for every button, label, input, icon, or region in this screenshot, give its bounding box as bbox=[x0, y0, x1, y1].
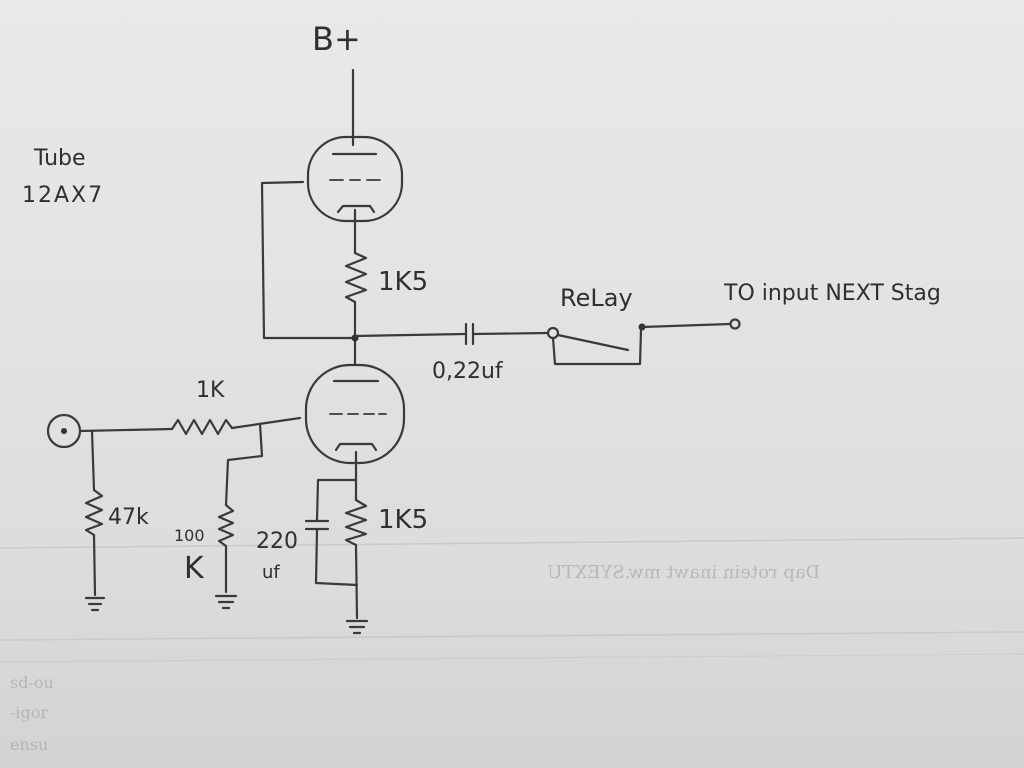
input-resistor bbox=[84, 488, 104, 537]
output-wire bbox=[640, 322, 732, 329]
pot-wire bbox=[224, 422, 264, 507]
output-terminal bbox=[729, 318, 741, 330]
pot-value-label: 100 bbox=[174, 526, 205, 545]
output-label: TO input NEXT Stag bbox=[723, 281, 941, 306]
ground-symbol bbox=[345, 619, 369, 635]
coupling-capacitor-label: 0,22uf bbox=[432, 359, 504, 384]
input-jack-center bbox=[61, 428, 67, 434]
ground-symbol bbox=[214, 594, 238, 610]
input-resistor-label: 47k bbox=[108, 505, 149, 530]
grid-wire bbox=[230, 416, 302, 430]
supply-label: B+ bbox=[312, 20, 361, 58]
coupling-wire bbox=[353, 332, 467, 338]
pot-resistor bbox=[217, 503, 235, 548]
wire bbox=[92, 533, 97, 597]
ruled-line bbox=[0, 631, 1024, 641]
wire bbox=[90, 429, 96, 492]
relay-switch-arm bbox=[556, 333, 630, 352]
tube-label-line-2: 12AX7 bbox=[22, 183, 104, 208]
upper-grid-wire bbox=[260, 180, 357, 340]
show-through-line-2: sd-ou bbox=[10, 673, 54, 692]
lower-triode-symbol bbox=[304, 363, 406, 465]
tube-label-line-1: Tube bbox=[33, 146, 86, 171]
upper-triode-cathode bbox=[336, 204, 376, 214]
pot-unit-label: K bbox=[184, 551, 205, 586]
cathode-capacitor-unit: uf bbox=[262, 562, 280, 583]
grid-resistor-label: 1K bbox=[196, 378, 225, 403]
relay-contact-left bbox=[546, 326, 560, 340]
show-through-line-4: ensu bbox=[10, 735, 48, 754]
relay-label: ReLay bbox=[560, 284, 633, 312]
ground-symbol bbox=[84, 596, 106, 612]
ruled-line bbox=[0, 537, 1024, 549]
cathode-resistor bbox=[344, 498, 368, 547]
upper-triode-symbol bbox=[306, 135, 404, 223]
plate-resistor bbox=[344, 251, 368, 304]
show-through-line-1: Dap rotein inawt mw.SYEXTU bbox=[547, 562, 820, 583]
lower-triode-cathode bbox=[334, 442, 378, 452]
show-through-text: Dap rotein inawt mw.SYEXTU sd-ou -igor e… bbox=[10, 562, 820, 754]
cathode-cap-wire bbox=[315, 478, 358, 522]
cathode-capacitor-value: 220 bbox=[256, 529, 298, 554]
relay-bypass-wire bbox=[551, 328, 643, 366]
plate-resistor-label: 1K5 bbox=[378, 267, 428, 297]
cathode-cap-wire bbox=[314, 528, 359, 587]
cathode-resistor-label: 1K5 bbox=[378, 505, 428, 535]
paper-ruled-lines bbox=[0, 537, 1024, 663]
ruled-line bbox=[0, 653, 1024, 663]
input-wire bbox=[78, 427, 174, 433]
wire bbox=[354, 543, 359, 620]
grid-resistor bbox=[170, 418, 234, 436]
upper-triode-envelope bbox=[306, 135, 404, 223]
wire bbox=[472, 331, 550, 336]
show-through-line-3: -igor bbox=[10, 703, 48, 722]
